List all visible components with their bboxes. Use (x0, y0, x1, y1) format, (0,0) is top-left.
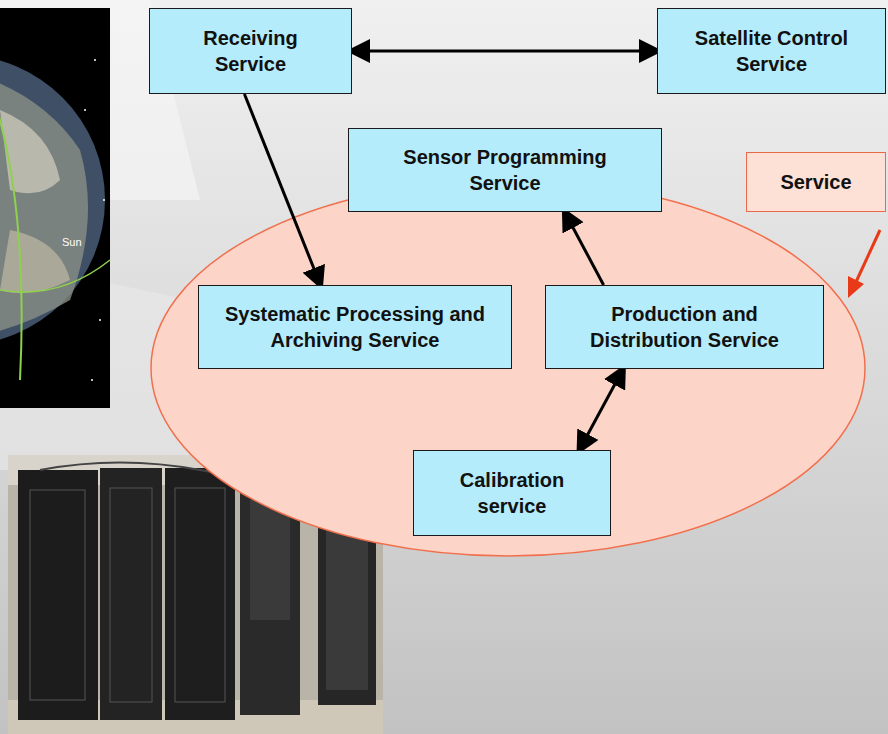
service-box: Systematic Processing and Archiving Serv… (198, 285, 512, 369)
pointer-arrow (856, 230, 880, 282)
pointer-arrowhead (848, 276, 864, 298)
sun-label: Sun (62, 236, 82, 248)
service-label: Receiving Service (188, 25, 313, 77)
service-box: Production and Distribution Service (545, 285, 824, 369)
service-label: Production and Distribution Service (557, 301, 812, 353)
service-label: Sensor Programming Service (365, 144, 645, 196)
service-box: Calibration service (413, 450, 611, 536)
connector-arrow (579, 369, 623, 450)
service-label: Calibration service (447, 467, 577, 519)
service-label: Systematic Processing and Archiving Serv… (210, 301, 500, 353)
service-box: Sensor Programming Service (348, 128, 662, 212)
side-service-box: Service (746, 152, 886, 212)
connector-arrow (244, 94, 320, 285)
service-region (151, 180, 865, 556)
globe-illustration (0, 8, 110, 408)
service-box: Receiving Service (149, 8, 352, 94)
service-label: Service (780, 169, 851, 195)
connector-arrow (352, 50, 657, 53)
connector-arrow (565, 212, 604, 285)
service-label: Satellite Control Service (672, 25, 872, 77)
service-box: Satellite Control Service (657, 8, 886, 94)
